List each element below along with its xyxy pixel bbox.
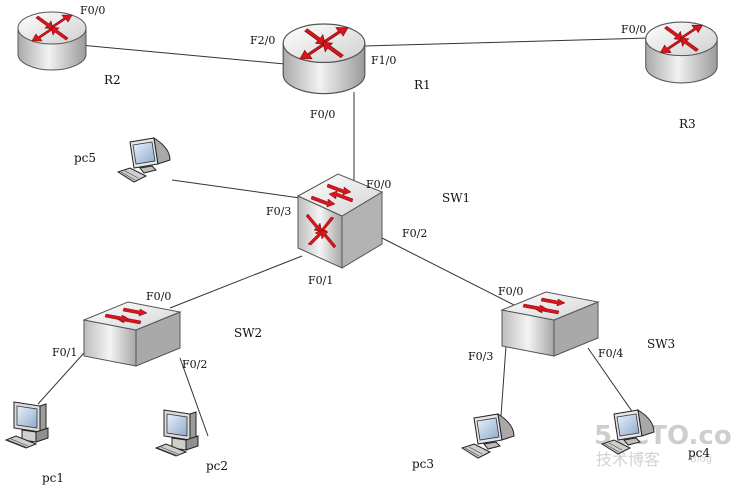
- desktop-pc-icon: [155, 409, 199, 457]
- link-pc5-sw1: [171, 179, 301, 199]
- switch-icon: [83, 301, 181, 367]
- workstation-icon: [117, 137, 171, 183]
- link-sw2-pc2: [179, 357, 209, 437]
- port-label-r3-f00: F0/0: [621, 23, 646, 36]
- switch-icon: [501, 291, 599, 357]
- port-label-sw1-f02: F0/2: [402, 227, 427, 240]
- device-label-sw2: SW2: [234, 326, 262, 340]
- port-labels: F0/0 F2/0 F1/0 F0/0 F0/0 F0/0 F0/3 F0/2 …: [52, 4, 646, 371]
- pc-pc5[interactable]: pc5: [74, 137, 171, 183]
- device-label-r3: R3: [679, 117, 696, 131]
- port-label-sw1-f00: F0/0: [366, 178, 391, 191]
- device-label-pc5: pc5: [74, 151, 96, 165]
- port-label-sw2-f01: F0/1: [52, 346, 77, 359]
- router-r2[interactable]: R2: [17, 11, 121, 87]
- port-label-sw3-f00: F0/0: [498, 285, 523, 298]
- port-label-sw1-f01: F0/1: [308, 274, 333, 287]
- port-label-sw1-f03: F0/3: [266, 205, 291, 218]
- link-sw1-sw2: [169, 255, 303, 309]
- router-r1[interactable]: R1: [282, 23, 431, 95]
- device-label-pc4: pc4: [688, 446, 710, 460]
- link-r2-r1: [79, 44, 286, 65]
- port-label-sw2-f00: F0/0: [146, 290, 171, 303]
- switch-sw3[interactable]: SW3: [501, 291, 675, 357]
- workstation-icon: [461, 413, 515, 459]
- device-label-pc2: pc2: [206, 459, 228, 473]
- links: [37, 37, 651, 437]
- pc-pc4[interactable]: pc4: [601, 409, 710, 460]
- watermark-line3: Blog: [690, 454, 712, 465]
- device-label-sw3: SW3: [647, 337, 675, 351]
- multilayer-switch-sw1[interactable]: SW1: [297, 173, 470, 269]
- pc-pc1[interactable]: pc1: [5, 401, 64, 485]
- link-sw3-pc4: [587, 347, 639, 421]
- pc-pc3[interactable]: pc3: [412, 413, 515, 471]
- port-label-r1-f00: F0/0: [310, 108, 335, 121]
- router-icon: [282, 23, 366, 95]
- port-label-r1-f10: F1/0: [371, 54, 396, 67]
- watermark-line2: 技术博客: [596, 450, 660, 469]
- port-label-sw3-f03: F0/3: [468, 350, 493, 363]
- device-label-pc1: pc1: [42, 471, 64, 485]
- port-label-sw2-f02: F0/2: [182, 358, 207, 371]
- link-r1-r3: [364, 37, 651, 47]
- port-label-r1-f20: F2/0: [250, 34, 275, 47]
- router-icon: [17, 11, 87, 71]
- device-label-sw1: SW1: [442, 191, 470, 205]
- device-label-pc3: pc3: [412, 457, 434, 471]
- pc-pc2[interactable]: pc2: [155, 409, 228, 473]
- device-label-r1: R1: [414, 78, 431, 92]
- link-sw1-sw3: [381, 237, 521, 309]
- port-label-sw3-f04: F0/4: [598, 347, 623, 360]
- desktop-pc-icon: [5, 401, 49, 449]
- router-r3[interactable]: R3: [645, 21, 718, 131]
- link-sw2-pc1: [37, 343, 93, 405]
- switch-sw2[interactable]: SW2: [83, 301, 262, 367]
- port-label-r2-f00: F0/0: [80, 4, 105, 17]
- router-icon: [645, 21, 718, 84]
- device-label-r2: R2: [104, 73, 121, 87]
